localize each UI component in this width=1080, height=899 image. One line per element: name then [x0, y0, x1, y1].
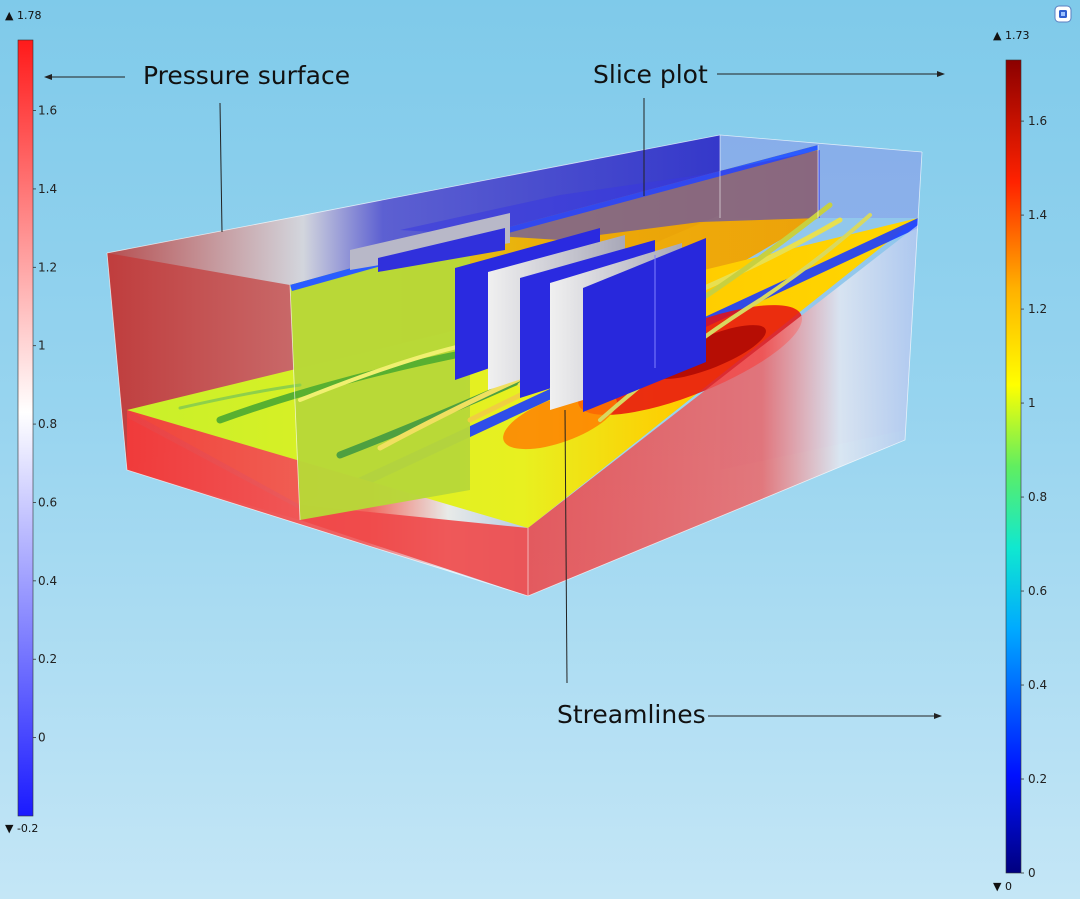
pressure-legend-min: ▼ -0.2 [5, 822, 38, 835]
streamlines-leader [564, 409, 568, 684]
view-cube-button[interactable] [1053, 4, 1073, 24]
velocity-legend-min: ▼ 0 [993, 880, 1012, 893]
pressure-legend-tick-label: 0.2 [38, 652, 57, 666]
velocity-legend-tick-label: 1.2 [1028, 302, 1047, 316]
baffle-plate [583, 238, 706, 412]
pressure-legend-tick-label: 1 [38, 339, 46, 353]
pressure-bottom-right [528, 225, 918, 596]
slice-plot-arrowhead [937, 71, 945, 77]
pressure-legend-tick-label: 0.8 [38, 417, 57, 431]
streamlines-annotation: Streamlines [557, 700, 706, 729]
velocity-slice-front [290, 235, 470, 520]
velocity-legend-ticks: 0 0.2 0.4 0.6 0.8 1 1.2 1.4 1.6 [1021, 114, 1047, 880]
pressure-legend-tick-label: 1.2 [38, 260, 57, 274]
pressure-legend-tick-label: 0.4 [38, 574, 57, 588]
velocity-legend-tick-label: 1 [1028, 396, 1036, 410]
annotations: Pressure surface Slice plot Streamlines [44, 60, 945, 729]
pressure-legend-tick-label: 0.6 [38, 495, 57, 509]
velocity-legend-tick-label: 0.2 [1028, 772, 1047, 786]
pressure-legend-ticks: 0 0.2 0.4 0.6 0.8 1 1.2 1.4 1.6 [33, 104, 57, 745]
slice-plot-annotation: Slice plot [593, 60, 708, 89]
streamlines-arrowhead [934, 713, 942, 719]
velocity-legend-tick-label: 0 [1028, 866, 1036, 880]
pressure-legend-max: ▲ 1.78 [5, 9, 41, 22]
velocity-legend-tick-label: 1.4 [1028, 208, 1047, 222]
velocity-legend: ▲ 1.73 ▼ 0 0 0.2 0.4 0.6 0.8 1 1.2 1.4 1.6 [993, 29, 1047, 893]
channel-edges [106, 134, 923, 597]
velocity-legend-tick-label: 0.4 [1028, 678, 1047, 692]
pressure-color-bar [17, 39, 34, 817]
velocity-color-bar [1005, 59, 1022, 874]
velocity-legend-max: ▲ 1.73 [993, 29, 1029, 42]
pressure-legend-tick-label: 1.6 [38, 104, 57, 118]
pressure-legend: ▲ 1.78 ▼ -0.2 0 0.2 0.4 0.6 0.8 1 1.2 1.4 1.6 [5, 9, 57, 835]
view-cube-icon [1054, 5, 1072, 23]
pressure-surface-arrowhead [44, 74, 52, 80]
pressure-surface-leader [219, 102, 223, 233]
baffle-plates [350, 213, 706, 412]
velocity-legend-tick-label: 0.8 [1028, 490, 1047, 504]
velocity-legend-tick-label: 0.6 [1028, 584, 1047, 598]
pressure-surface-annotation: Pressure surface [143, 61, 350, 90]
pressure-bottom-front [300, 505, 528, 596]
pressure-legend-tick-label: 0 [38, 731, 46, 745]
pressure-legend-tick-label: 1.4 [38, 182, 57, 196]
baffle-plate [378, 228, 505, 272]
channel-model [106, 134, 923, 597]
velocity-legend-tick-label: 1.6 [1028, 114, 1047, 128]
